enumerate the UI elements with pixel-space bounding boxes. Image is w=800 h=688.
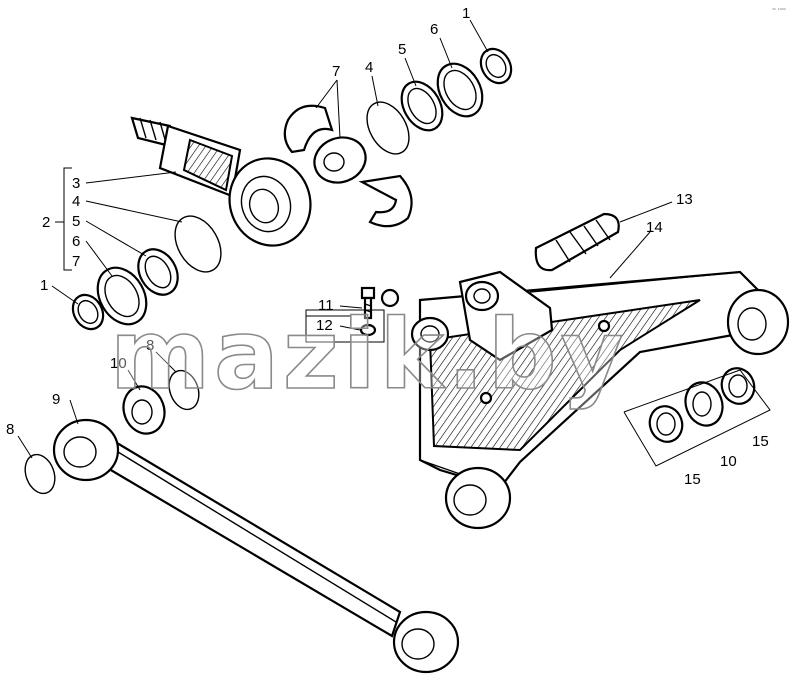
bolt-grease-nipple [380, 288, 400, 308]
bushing-15-a [648, 405, 684, 443]
callout-6-top: 6 [430, 21, 438, 38]
snap-ring-8-mid [168, 369, 200, 411]
callout-8-left: 8 [6, 421, 14, 438]
corner-mark: ᵈʰ ¹⁰⁰⁰ [772, 8, 786, 14]
callout-9: 9 [52, 391, 60, 408]
washer-6-top [436, 62, 484, 118]
callout-14: 14 [646, 219, 663, 236]
callout-12: 12 [316, 317, 333, 334]
bushing-15-b [720, 367, 756, 405]
snap-ring-4-left [174, 215, 222, 273]
callout-6-group: 6 [72, 233, 80, 250]
leader-lines [17, 19, 771, 467]
callout-7-top: 7 [332, 63, 340, 80]
bracket-frame [410, 270, 790, 530]
callout-8-mid: 8 [146, 337, 154, 354]
lock-washer [359, 323, 377, 337]
tie-rod [52, 418, 460, 674]
cap-1-top [479, 47, 513, 85]
callout-15-a: 15 [684, 471, 701, 488]
callout-15-b: 15 [752, 433, 769, 450]
bolt [360, 286, 376, 320]
callout-3-group: 3 [72, 175, 80, 192]
ball-liner-lower [358, 174, 413, 228]
callout-2-group: 2 [42, 214, 50, 231]
callout-7-group: 7 [72, 253, 80, 270]
ball-liner-upper [283, 104, 334, 154]
cap-1-left [71, 293, 105, 331]
snap-ring-8-left [24, 453, 56, 495]
bearing-10-right [684, 381, 724, 427]
callout-4-top: 4 [365, 59, 373, 76]
callout-1-left: 1 [40, 277, 48, 294]
callout-10-mid: 10 [110, 355, 127, 372]
callout-5-group: 5 [72, 213, 80, 230]
bearing-10-mid [122, 385, 166, 435]
callout-10-right: 10 [720, 453, 737, 470]
pivot-shaft [130, 116, 312, 247]
callout-11: 11 [318, 297, 334, 314]
seal-ring-5-top [400, 80, 444, 132]
callout-labels: 1 6 5 4 7 3 4 5 6 7 2 1 13 14 11 12 10 8… [6, 5, 769, 488]
rubber-grip [534, 212, 620, 272]
snap-ring-4-top [366, 101, 410, 155]
callout-13: 13 [676, 191, 693, 208]
callout-5-top: 5 [398, 41, 406, 58]
watermark: mazik.by [110, 299, 627, 411]
ball-pin [313, 136, 367, 184]
callout-4-group: 4 [72, 193, 80, 210]
seal-ring-5-left [137, 248, 179, 296]
callout-1-top: 1 [462, 5, 470, 22]
